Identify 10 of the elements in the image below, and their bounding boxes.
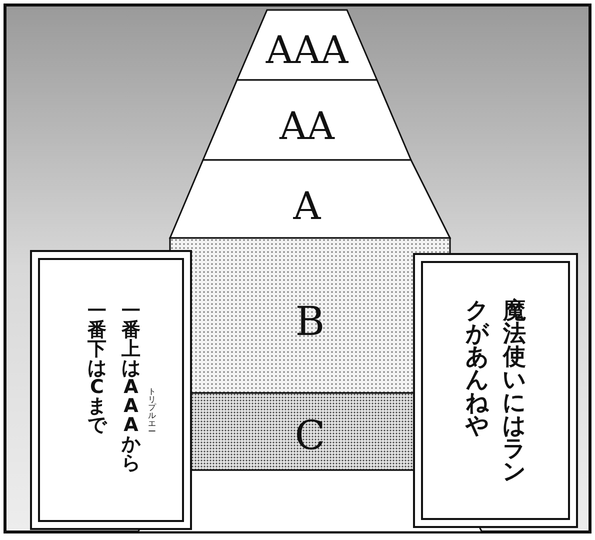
rank-label: AAA [266,28,348,72]
ruby-text: トリプルエー [148,388,156,436]
caption-box [30,250,192,530]
rank-label: A [293,184,321,228]
rank-label: B [295,299,325,345]
caption-text: 魔法使いにはランクがあんねや [465,300,527,484]
rank-label: C [294,413,326,459]
caption-text: 一番上はAAAから一番下はCまで [87,302,141,474]
caption-box [413,253,578,528]
rank-label: AA [280,104,334,148]
